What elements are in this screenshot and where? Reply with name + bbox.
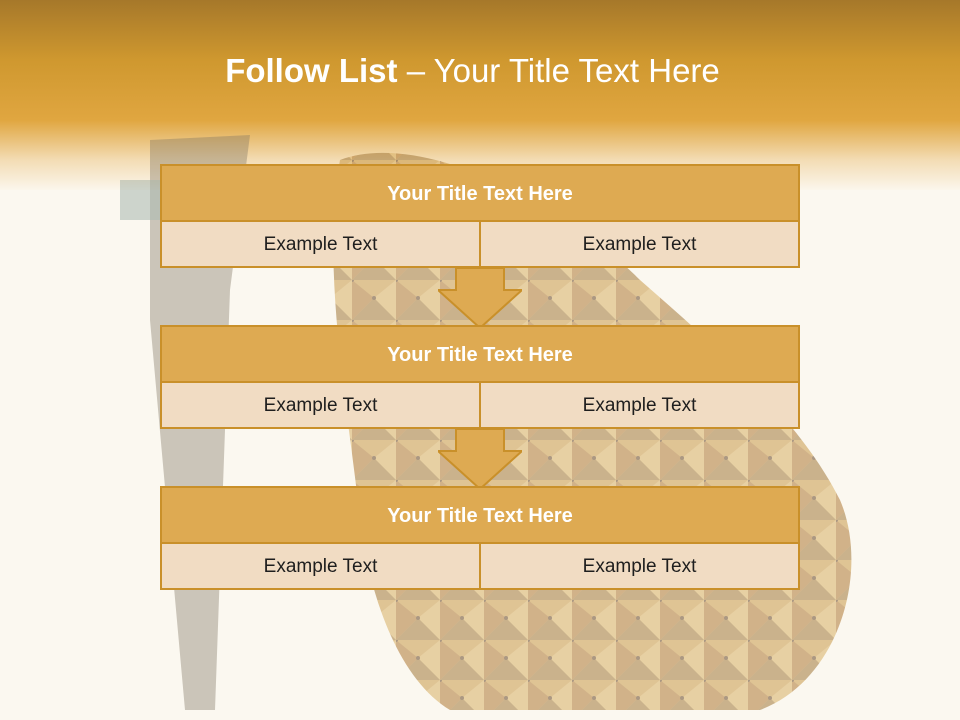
list-block-2: Your Title Text Here Example Text Exampl… — [160, 325, 800, 429]
slide-title: Follow List – Your Title Text Here — [0, 52, 945, 90]
block-cell-left: Example Text — [263, 556, 378, 577]
list-block-3: Your Title Text Here Example Text Exampl… — [160, 486, 800, 590]
list-block-1: Your Title Text Here Example Text Exampl… — [160, 164, 800, 268]
block-cell-right: Example Text — [479, 544, 798, 590]
block-title: Your Title Text Here — [162, 166, 798, 222]
down-arrow-icon — [438, 429, 522, 489]
block-cell-right: Example Text — [479, 222, 798, 268]
title-bold: Follow List — [225, 52, 407, 89]
block-title: Your Title Text Here — [162, 488, 798, 544]
block-cell-left: Example Text — [263, 395, 378, 416]
header-band — [0, 0, 960, 190]
block-title: Your Title Text Here — [162, 327, 798, 383]
block-cell-left: Example Text — [263, 234, 378, 255]
down-arrow-icon — [438, 268, 522, 328]
block-cell-right: Example Text — [479, 383, 798, 429]
title-subtitle: – Your Title Text Here — [406, 52, 720, 89]
